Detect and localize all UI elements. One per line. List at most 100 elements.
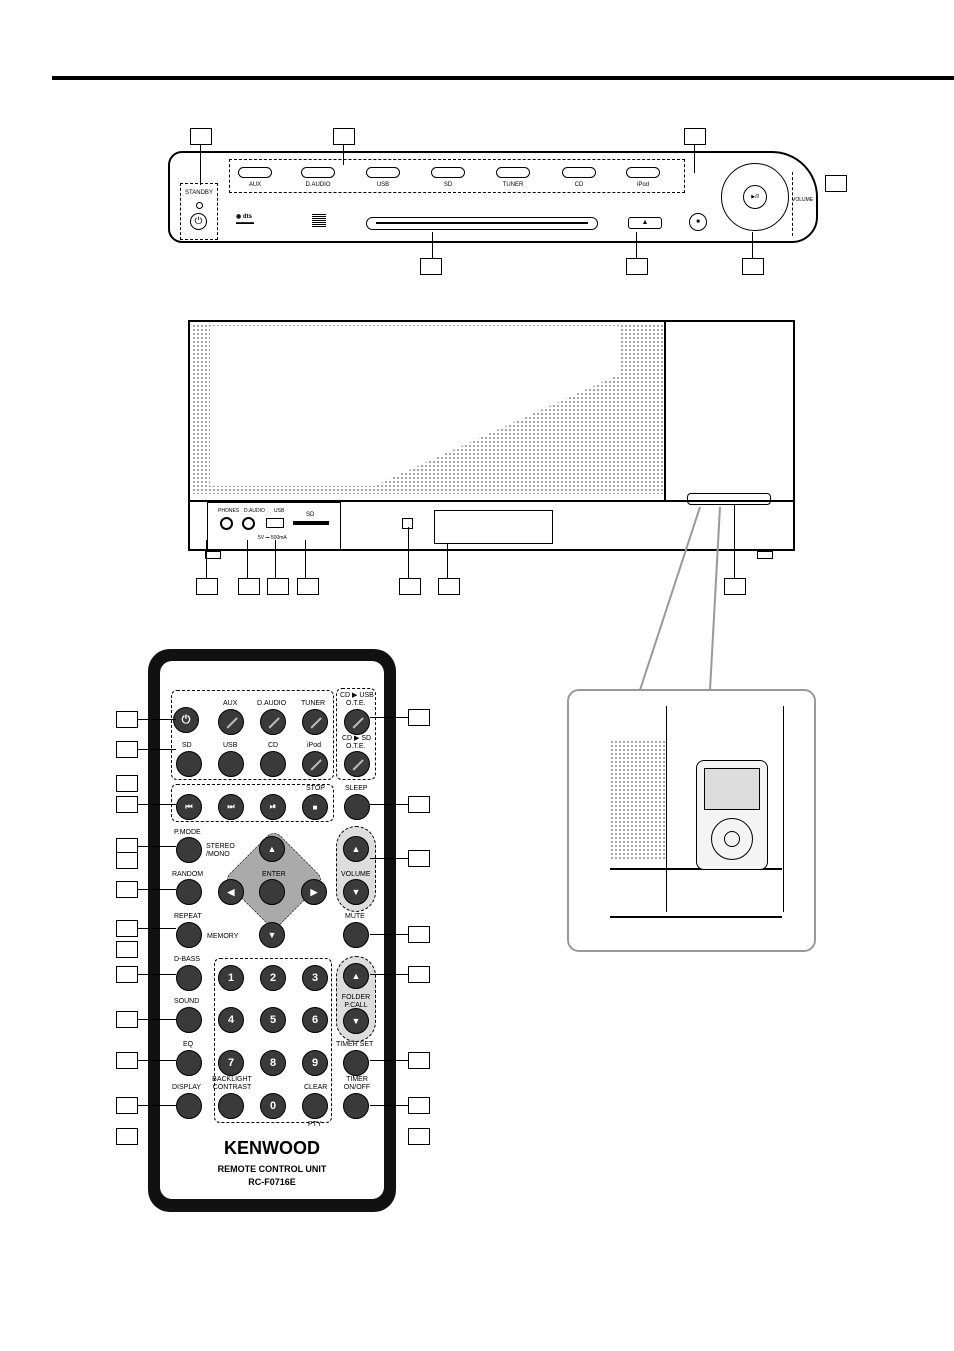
num-4-button[interactable]: 4: [218, 1007, 244, 1033]
cd-button[interactable]: [260, 751, 286, 777]
callout-leader: [370, 858, 408, 859]
sound-button[interactable]: [176, 1007, 202, 1033]
usb-port[interactable]: [266, 518, 284, 528]
ipod-center-button: [724, 831, 740, 847]
num-6-button[interactable]: 6: [302, 1007, 328, 1033]
callout-box: [238, 578, 260, 595]
cd-sd-ote-button[interactable]: [344, 751, 370, 777]
remote-sensor: [402, 518, 413, 529]
remote-brand: KENWOOD: [224, 1138, 320, 1158]
callout-leader: [138, 889, 176, 890]
callout-box: [116, 941, 138, 958]
callout-leader: [408, 527, 409, 578]
sd-slot[interactable]: [293, 521, 329, 525]
folder-down-button[interactable]: ▼: [343, 1008, 369, 1034]
callout-box: [399, 578, 421, 595]
power-button[interactable]: ⏻: [173, 707, 199, 733]
cd-usb-ote-button[interactable]: [344, 709, 370, 735]
unit-source-button-6[interactable]: [626, 167, 660, 178]
num-1-button[interactable]: 1: [218, 965, 244, 991]
aux-button[interactable]: [218, 709, 244, 735]
cd-sd-label: CD ▶ SD: [342, 735, 372, 742]
usb-button[interactable]: [218, 751, 244, 777]
callout-leader: [370, 1060, 408, 1061]
backlight-contrast-button[interactable]: [218, 1093, 244, 1119]
unit-source-button-5[interactable]: [562, 167, 596, 178]
cursor-right-button[interactable]: ▶: [301, 879, 327, 905]
cursor-left-button[interactable]: ◀: [218, 879, 244, 905]
callout-box: [297, 578, 319, 595]
mute-button[interactable]: [343, 922, 369, 948]
num-3-button[interactable]: 3: [302, 965, 328, 991]
callout-box: [116, 741, 138, 758]
unit-source-label-5: CD: [574, 182, 584, 188]
callout-leader: [138, 1060, 176, 1061]
standby-button[interactable]: ⏻: [190, 213, 207, 230]
display-button[interactable]: [176, 1093, 202, 1119]
num-0-button[interactable]: 0: [260, 1093, 286, 1119]
callout-leader: [138, 804, 176, 805]
mute-label: MUTE: [345, 913, 365, 920]
callout-box: [408, 850, 430, 867]
sleep-button[interactable]: [344, 794, 370, 820]
folder-pcall-label: FOLDER P.CALL: [341, 994, 371, 1009]
num-7-button[interactable]: 7: [218, 1050, 244, 1076]
d-bass-button[interactable]: [176, 965, 202, 991]
sd-button[interactable]: [176, 751, 202, 777]
repeat-button[interactable]: [176, 922, 202, 948]
play-pause-button[interactable]: ⏯: [260, 794, 286, 820]
d-audio-button[interactable]: [260, 709, 286, 735]
jog-dial[interactable]: [721, 163, 789, 231]
callout-leader: [247, 540, 248, 578]
timer-onoff-label: TIMER ON/OFF: [343, 1076, 371, 1091]
callout-leader: [343, 145, 344, 165]
disc-logo: [312, 214, 326, 227]
cursor-down-button[interactable]: ▼: [259, 922, 285, 948]
callout-box: [116, 966, 138, 983]
prev-button[interactable]: ⏮: [176, 794, 202, 820]
num-9-button[interactable]: 9: [302, 1050, 328, 1076]
num-8-button[interactable]: 8: [260, 1050, 286, 1076]
lower-panel: [190, 500, 793, 502]
unit-source-button-1[interactable]: [301, 167, 335, 178]
ipod-button[interactable]: [302, 751, 328, 777]
stop-button-unit[interactable]: ■: [689, 213, 707, 231]
volume-label-unit: VOLUME: [792, 197, 814, 203]
ote2-label: O.T.E.: [346, 743, 366, 750]
audio-in-jack[interactable]: [242, 517, 255, 530]
unit-source-button-0[interactable]: [238, 167, 272, 178]
inset-frame: [567, 689, 816, 952]
dock-connector: [687, 493, 771, 505]
eq-button[interactable]: [176, 1050, 202, 1076]
callout-box: [116, 1011, 138, 1028]
timer-onoff-button[interactable]: [343, 1093, 369, 1119]
callout-leader: [138, 1105, 176, 1106]
stereo-mono-label: STEREO /MONO: [206, 843, 235, 858]
unit-source-button-2[interactable]: [366, 167, 400, 178]
cd-btn-label: CD: [268, 742, 279, 749]
callout-box: [116, 1128, 138, 1145]
timer-set-button[interactable]: [343, 1050, 369, 1076]
p-mode-button[interactable]: [176, 837, 202, 863]
volume-down-button[interactable]: ▼: [343, 879, 369, 905]
random-button[interactable]: [176, 879, 202, 905]
clear-button[interactable]: [302, 1093, 328, 1119]
stop-button[interactable]: ■: [302, 794, 328, 820]
enter-button[interactable]: [259, 879, 285, 905]
folder-up-button[interactable]: ▲: [343, 963, 369, 989]
eject-button[interactable]: ▲: [628, 217, 662, 229]
unit-source-button-3[interactable]: [431, 167, 465, 178]
source-group-outline: [171, 690, 334, 780]
volume-up-button[interactable]: ▲: [343, 836, 369, 862]
source-button-group: [229, 159, 685, 193]
jog-center-button[interactable]: ▶/ll: [743, 185, 767, 209]
next-button[interactable]: ⏭: [218, 794, 244, 820]
cursor-up-button[interactable]: ▲: [259, 836, 285, 862]
num-5-button[interactable]: 5: [260, 1007, 286, 1033]
callout-leader: [206, 540, 207, 578]
num-2-button[interactable]: 2: [260, 965, 286, 991]
unit-source-button-4[interactable]: [496, 167, 530, 178]
tuner-button[interactable]: [302, 709, 328, 735]
phones-jack[interactable]: [220, 517, 233, 530]
